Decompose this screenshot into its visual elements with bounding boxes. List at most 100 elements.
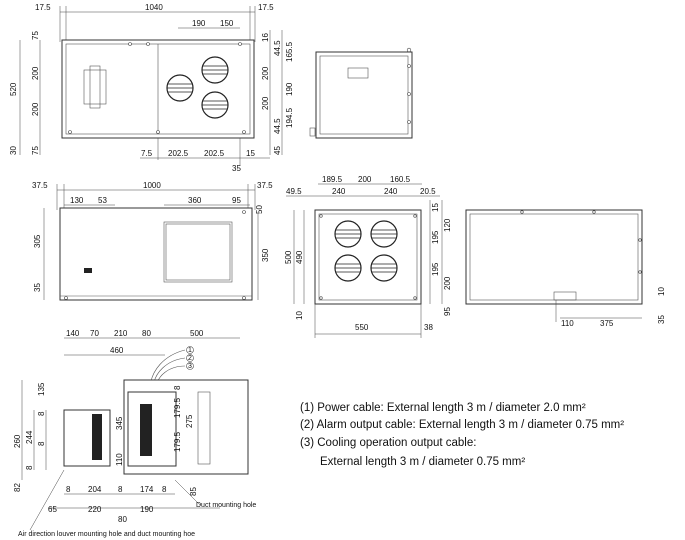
sec-dim-top-d: 80 [142, 329, 151, 338]
side-dim-c: 375 [600, 319, 614, 328]
dim-top-right: 17.5 [258, 3, 274, 12]
dim-left-a: 75 [31, 31, 40, 40]
note-alarm-cable: (2) Alarm output cable: External length … [300, 419, 624, 431]
sec-dim-left-b: 8 [37, 411, 46, 416]
front-dim-left-b: 35 [33, 283, 42, 292]
front-dim-inner-b: 53 [98, 196, 107, 205]
front-dim-left-a: 305 [33, 234, 42, 248]
fan-dim-right-b: 120 [443, 218, 452, 232]
fan-dim-e: 240 [332, 187, 346, 196]
fan-dim-right-c: 195 [431, 230, 440, 244]
dim-bottom-c: 202.5 [204, 149, 225, 158]
front-view: 37.5 1000 37.5 130 53 360 95 50 305 35 3… [32, 181, 273, 301]
front-dim-right-a: 350 [261, 248, 270, 262]
cable-marker-1: 1 [188, 347, 192, 354]
sec-dim-bottom-a: 8 [66, 485, 71, 494]
louver-label: Air direction louver mounting hole and d… [18, 531, 195, 538]
dim-fan-gap-b: 150 [220, 19, 234, 28]
duct-mounting-hole-label: Duct mounting hole [196, 502, 256, 509]
dim-right-h: 44.5 [273, 118, 282, 134]
top-fan-2 [201, 56, 229, 84]
top-fan-3 [201, 91, 229, 119]
fan-face-fan-2 [370, 220, 398, 248]
dim-right-c: 165.5 [285, 41, 294, 62]
fan-face-fan-3 [334, 254, 362, 282]
sec-dim-bottom-h: 190 [140, 505, 154, 514]
fan-face-view: 49.5 189.5 200 160.5 240 240 20.5 [284, 175, 452, 338]
sec-dim-top-e: 500 [190, 329, 204, 338]
sec-dim-left-e: 8 [37, 441, 46, 446]
fan-dim-bottom-a: 550 [355, 323, 369, 332]
top-fan-1 [166, 74, 194, 102]
sec-dim-left-c: 260 [13, 434, 22, 448]
sec-dim-bottom-f: 65 [48, 505, 57, 514]
side-dim-b: 110 [561, 319, 574, 328]
note-power-cable: (1) Power cable: External length 3 m / d… [300, 402, 586, 414]
sec-dim-mid-c: 179.5 [173, 431, 182, 452]
side-dim-a: 10 [657, 287, 666, 296]
top-view: 17.5 1040 17.5 190 150 [9, 3, 294, 173]
dim-left-e: 75 [31, 146, 40, 155]
sec-dim-mid-f: 110 [115, 453, 124, 466]
dim-right-i: 45 [273, 146, 282, 155]
front-dim-inner-c: 360 [188, 196, 202, 205]
side-view-right: 10 110 375 35 [465, 209, 666, 328]
fan-dim-right-e: 200 [443, 276, 452, 290]
cable-notes: (1) Power cable: External length 3 m / d… [300, 402, 624, 468]
sec-dim-top-c: 210 [114, 329, 128, 338]
dim-right-b: 44.5 [273, 40, 282, 56]
fan-dim-c: 200 [358, 175, 372, 184]
dim-bottom-d: 15 [246, 149, 255, 158]
sec-dim-left-a: 135 [37, 382, 46, 396]
front-dim-inner-a: 130 [70, 196, 84, 205]
sec-dim-mid-b: 179.5 [173, 397, 182, 418]
dim-bottom-e: 35 [232, 164, 241, 173]
fan-dim-left-c: 10 [295, 311, 304, 320]
dim-right-a: 16 [261, 33, 270, 42]
sec-dim-left-g: 82 [13, 483, 22, 492]
fan-dim-g: 20.5 [420, 187, 436, 196]
dim-right-e: 200 [261, 66, 270, 80]
sec-dim-bottom-j: 85 [189, 487, 198, 496]
front-dim-top-width: 1000 [143, 181, 161, 190]
sec-dim-bottom-d: 174 [140, 485, 154, 494]
dim-right-d: 190 [285, 82, 294, 96]
fan-dim-a: 49.5 [286, 187, 302, 196]
dim-right-f: 200 [261, 96, 270, 110]
dim-top-width: 1040 [145, 3, 163, 12]
fan-dim-right-d: 195 [431, 262, 440, 276]
dim-bottom-a: 7.5 [141, 149, 153, 158]
side-dim-d: 35 [657, 315, 666, 324]
sec-dim-left-d: 244 [25, 430, 34, 444]
front-dim-top-left: 37.5 [32, 181, 48, 190]
fan-dim-b: 189.5 [322, 175, 343, 184]
dim-left-b: 200 [31, 66, 40, 80]
front-dim-top-right: 37.5 [257, 181, 273, 190]
dim-bottom-b: 202.5 [168, 149, 189, 158]
sec-dim-mid-a: 345 [115, 416, 124, 430]
sec-dim-mid-d: 8 [173, 385, 182, 390]
fan-dim-right-f: 95 [443, 307, 452, 316]
dim-left-d: 30 [9, 146, 18, 155]
section-view: 140 70 210 80 500 460 1 2 3 135 8 260 24… [13, 329, 256, 538]
dim-right-g: 194.5 [285, 107, 294, 128]
fan-dim-left-b: 490 [295, 250, 304, 264]
cable-marker-2: 2 [188, 355, 192, 362]
fan-dim-d: 160.5 [390, 175, 411, 184]
front-dim-inner-e: 50 [255, 205, 264, 214]
sec-dim-left-f: 8 [25, 465, 34, 470]
sec-dim-mid-e: 275 [185, 414, 194, 428]
fan-face-fan-4 [370, 254, 398, 282]
dim-left-c: 200 [31, 102, 40, 116]
sec-dim-top-a: 140 [66, 329, 80, 338]
note-cooling-cable-spec: External length 3 m / diameter 0.75 mm² [320, 456, 525, 468]
fan-dim-bottom-b: 38 [424, 323, 433, 332]
sec-dim-bottom-g: 220 [88, 505, 102, 514]
side-view-top-right [309, 47, 413, 139]
sec-dim-bottom-i: 80 [118, 515, 127, 524]
fan-face-fan-1 [334, 220, 362, 248]
sec-dim-top-f: 460 [110, 346, 124, 355]
fan-dim-f: 240 [384, 187, 398, 196]
dim-fan-gap-a: 190 [192, 19, 206, 28]
